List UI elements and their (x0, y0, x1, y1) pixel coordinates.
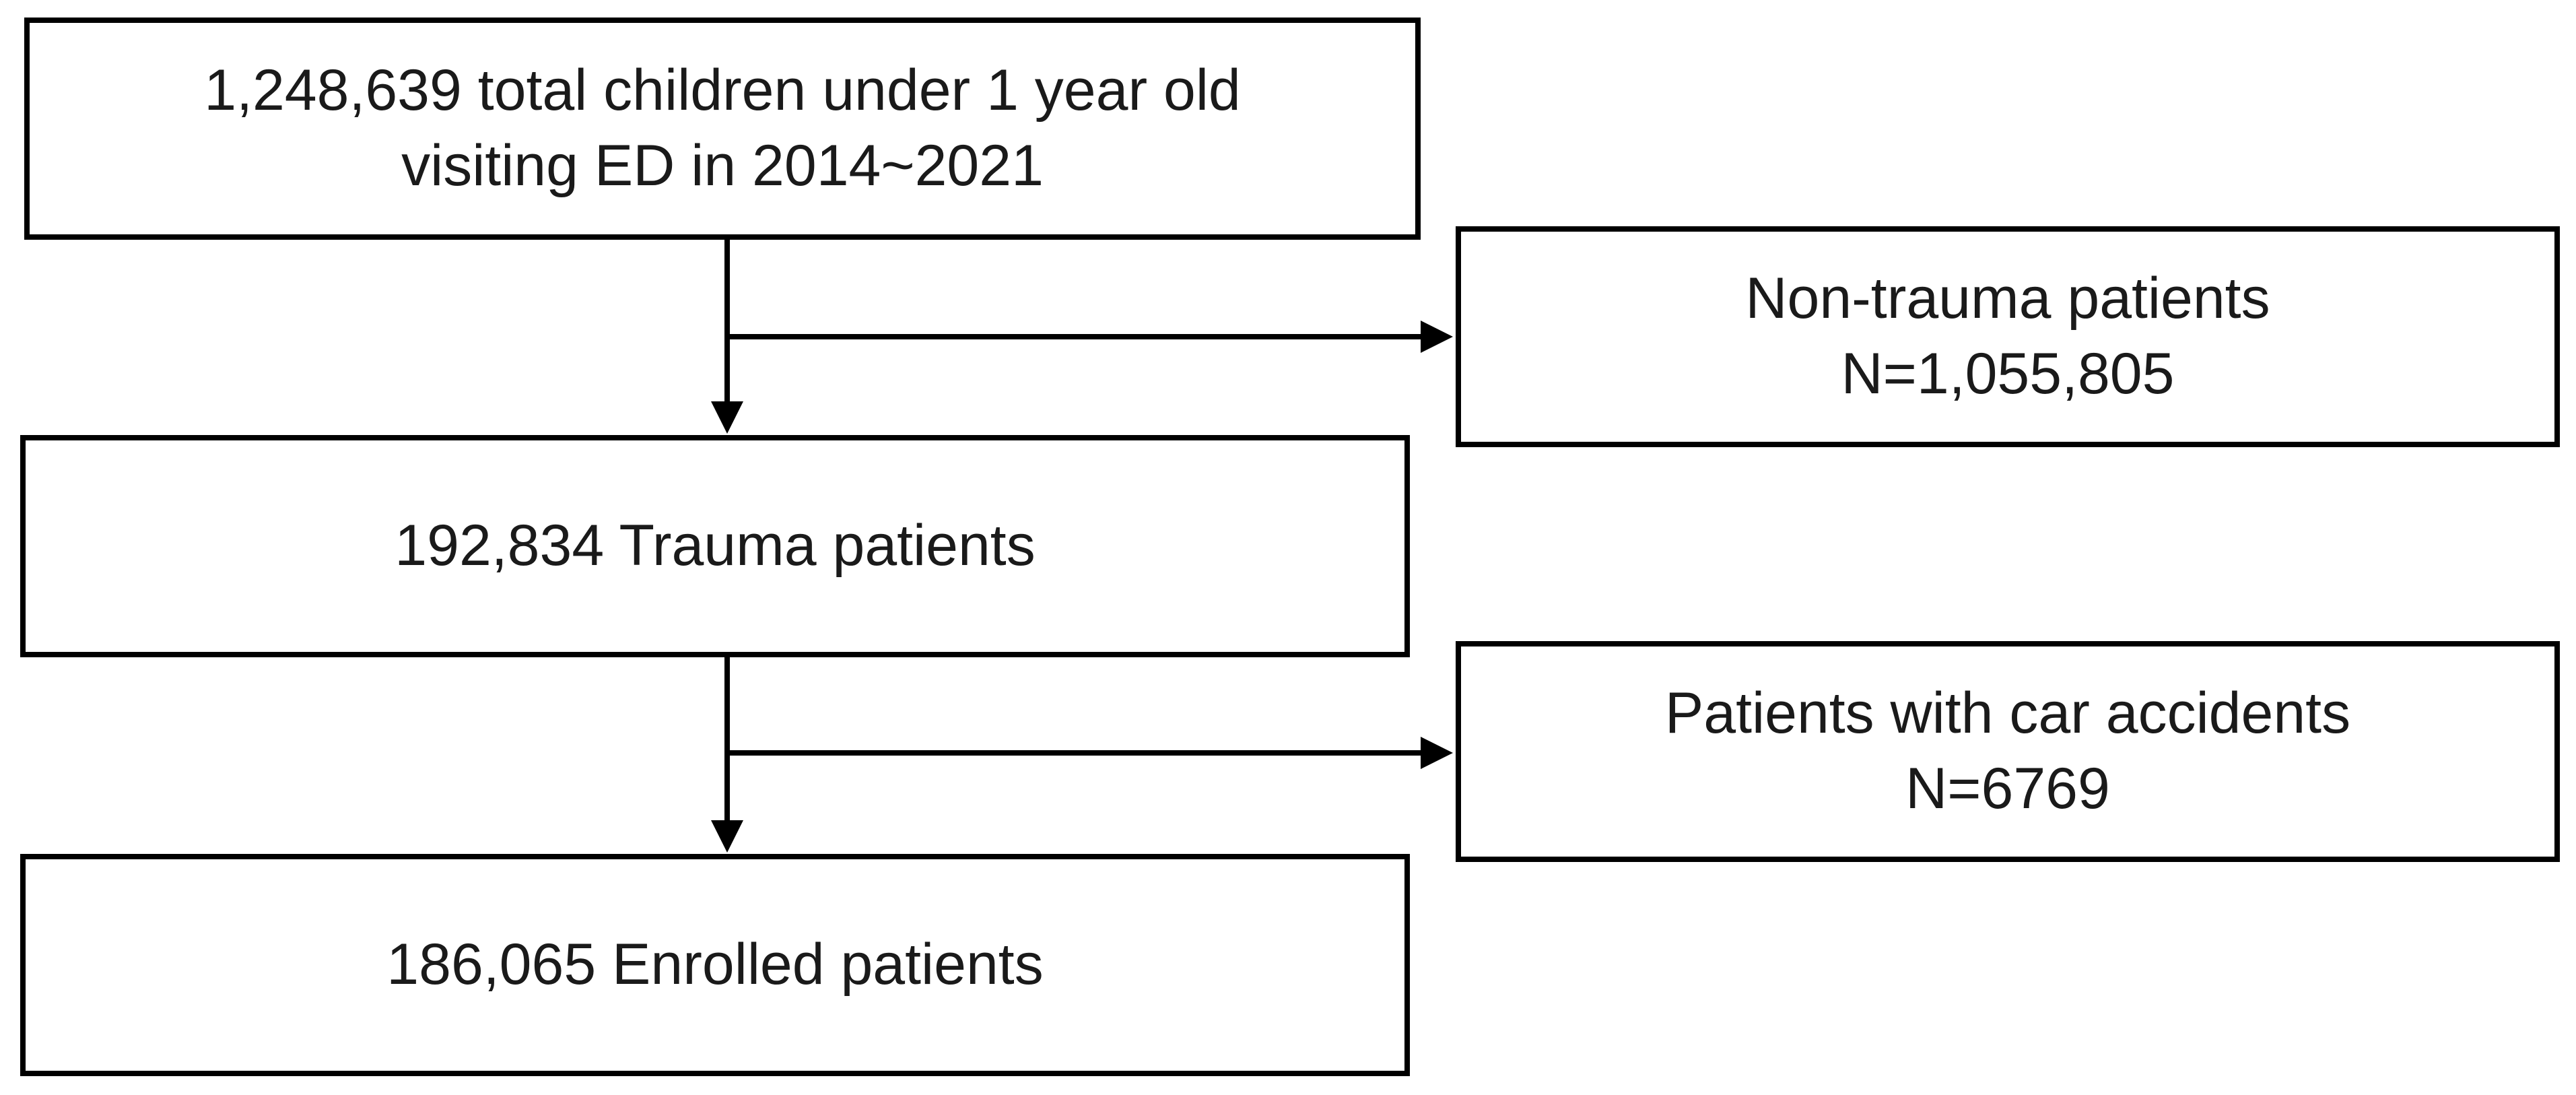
enrolled-patients-text: 186,065 Enrolled patients (386, 932, 1044, 997)
non-trauma-count: N=1,055,805 (1841, 341, 2175, 406)
non-trauma-box: Non-trauma patients N=1,055,805 (1456, 226, 2560, 447)
total-children-box: 1,248,639 total children under 1 year ol… (24, 18, 1421, 240)
total-children-text: 1,248,639 total children under 1 year ol… (204, 58, 1241, 123)
enrolled-patients-box: 186,065 Enrolled patients (20, 854, 1410, 1076)
trauma-patients-box: 192,834 Trauma patients (20, 435, 1410, 657)
car-accidents-label: Patients with car accidents (1664, 681, 2351, 746)
trauma-patients-text: 192,834 Trauma patients (395, 513, 1036, 578)
car-accidents-box: Patients with car accidents N=6769 (1456, 641, 2560, 862)
total-children-period-text: visiting ED in 2014~2021 (401, 133, 1044, 198)
car-accidents-count: N=6769 (1905, 756, 2110, 821)
non-trauma-label: Non-trauma patients (1745, 266, 2270, 331)
